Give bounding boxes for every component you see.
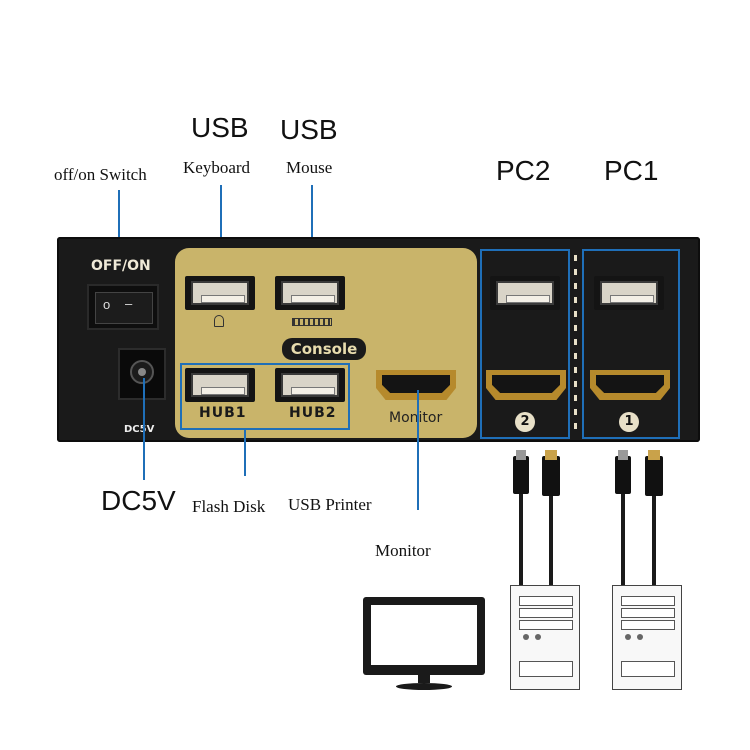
dc-callout-line — [143, 378, 145, 480]
pc2-badge: 2 — [515, 412, 535, 432]
hub2-port[interactable] — [275, 368, 345, 402]
pc1-tower-icon — [612, 585, 682, 690]
pc1-hdmi-cable — [652, 470, 656, 585]
pc2-usb-plug — [513, 450, 529, 494]
hub2-label: HUB2 — [289, 405, 337, 421]
pc2-tower-icon — [510, 585, 580, 690]
port-group-divider — [574, 255, 577, 435]
switch-off-mark: o — [103, 297, 111, 312]
usb-keyboard-port[interactable] — [185, 276, 255, 310]
dc5v-label: DC5V — [101, 485, 176, 516]
usb-keyboard-label: Keyboard — [183, 158, 251, 177]
pc2-hdmi-port[interactable] — [486, 370, 566, 400]
pc1-usb-port[interactable] — [594, 276, 664, 310]
pc2-usb-cable — [519, 470, 523, 585]
off-on-text: OFF/ON — [91, 258, 151, 274]
pc2-usb-port[interactable] — [490, 276, 560, 310]
hub1-port[interactable] — [185, 368, 255, 402]
usb-mouse-port[interactable] — [275, 276, 345, 310]
monitor-callout-line — [417, 390, 419, 510]
pc2-hdmi-plug — [542, 450, 560, 496]
mouse-port-icon — [292, 318, 332, 326]
monitor-hdmi-port[interactable] — [376, 370, 456, 400]
pc2-ports-highlight — [480, 249, 570, 439]
pc1-usb-cable — [621, 470, 625, 585]
pc1-label: PC1 — [604, 155, 659, 186]
monitor-stand — [418, 675, 430, 683]
power-switch-rocker — [95, 292, 153, 324]
pc1-ports-highlight — [582, 249, 680, 439]
pc2-hdmi-cable — [549, 470, 553, 585]
monitor-screen — [371, 605, 477, 665]
flash-disk-label: Flash Disk — [192, 497, 266, 516]
usb-mouse-label: Mouse — [286, 158, 333, 177]
pc1-badge: 1 — [619, 412, 639, 432]
console-label: Console — [282, 338, 366, 360]
dc-port-label: DC5V — [124, 424, 155, 435]
hub-ports-highlight — [180, 363, 350, 430]
switch-label: off/on Switch — [54, 165, 147, 184]
monitor-base — [396, 683, 452, 690]
monitor-port-label: Monitor — [389, 410, 443, 426]
pc2-label: PC2 — [496, 155, 551, 186]
pc1-usb-plug — [615, 450, 631, 494]
pc1-hdmi-plug — [645, 450, 663, 496]
keyboard-port-icon — [214, 315, 224, 327]
mouse-callout-line — [311, 185, 313, 275]
monitor-label: Monitor — [375, 541, 431, 560]
usb-keyboard-title: USB — [191, 112, 249, 143]
hub-callout-line — [244, 430, 246, 476]
power-switch[interactable]: o – — [87, 284, 159, 330]
usb-printer-label: USB Printer — [288, 495, 372, 514]
monitor-icon — [363, 597, 485, 675]
keyboard-callout-line — [220, 185, 222, 280]
pc1-hdmi-port[interactable] — [590, 370, 670, 400]
usb-mouse-title: USB — [280, 114, 338, 145]
hub1-label: HUB1 — [199, 405, 247, 421]
switch-on-mark: – — [125, 296, 133, 311]
dc-power-jack[interactable] — [118, 348, 166, 400]
dc-jack-pin — [138, 368, 146, 376]
